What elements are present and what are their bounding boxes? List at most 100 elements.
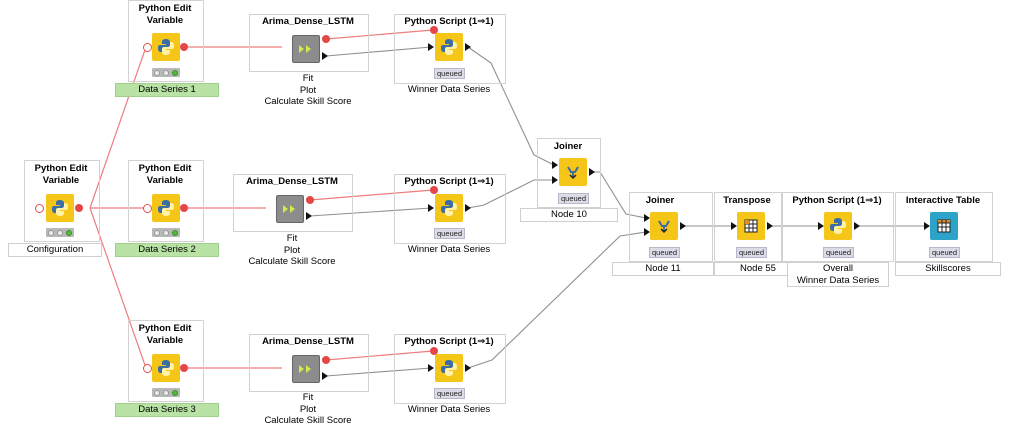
status-badge: queued	[434, 388, 466, 399]
data-in-port-right[interactable]	[644, 228, 650, 236]
node-title: Arima_Dense_LSTM	[262, 336, 354, 347]
node-title: Python Script (1⇒1)	[404, 336, 494, 347]
flow-variable-in-port[interactable]	[35, 204, 44, 213]
node-title: Python Script (1⇒1)	[792, 195, 882, 206]
node-frame	[895, 192, 993, 262]
node-title: Python Script (1⇒1)	[404, 16, 494, 27]
flow-variable-out-port[interactable]	[322, 35, 330, 43]
node-frame	[128, 0, 204, 82]
status-badge: queued	[434, 228, 466, 239]
data-out-port[interactable]	[465, 364, 471, 372]
data-out-port[interactable]	[589, 168, 595, 176]
node-title: Joiner	[645, 195, 675, 206]
status-traffic-light	[152, 388, 180, 397]
python-logo-icon[interactable]	[435, 33, 463, 61]
node-title: Python Script (1⇒1)	[404, 176, 494, 187]
node-title: Arima_Dense_LSTM	[262, 16, 354, 27]
data-in-port[interactable]	[924, 222, 930, 230]
status-badge: queued	[434, 68, 466, 79]
node-label[interactable]: Skillscores	[895, 262, 1001, 276]
node-title: Arima_Dense_LSTM	[246, 176, 338, 187]
python-logo-icon[interactable]	[435, 354, 463, 382]
flow-variable-out-port[interactable]	[180, 43, 188, 51]
flow-variable-out-port[interactable]	[180, 364, 188, 372]
data-out-port[interactable]	[680, 222, 686, 230]
metanode-arrows-icon[interactable]	[292, 355, 320, 383]
python-logo-icon[interactable]	[46, 194, 74, 222]
status-badge: queued	[558, 193, 590, 204]
node-frame	[233, 174, 353, 232]
data-in-port[interactable]	[731, 222, 737, 230]
node-frame	[782, 192, 894, 262]
data-in-port[interactable]	[428, 364, 434, 372]
node-label[interactable]: Winner Data Series	[407, 404, 491, 415]
node-frame	[537, 138, 601, 208]
annotation-label[interactable]: Data Series 2	[115, 243, 219, 257]
flow-variable-in-port[interactable]	[430, 186, 438, 194]
status-badge: queued	[649, 247, 681, 258]
node-label[interactable]: Winner Data Series	[407, 244, 491, 255]
status-traffic-light	[46, 228, 74, 237]
joiner-icon[interactable]	[650, 212, 678, 240]
joiner-icon[interactable]	[559, 158, 587, 186]
node-title: Transpose	[723, 195, 771, 206]
data-out-port[interactable]	[322, 372, 328, 380]
node-frame	[249, 14, 369, 72]
node-label[interactable]: Winner Data Series	[407, 84, 491, 95]
status-badge: queued	[823, 247, 855, 258]
node-frame	[128, 160, 204, 242]
flow-variable-out-port[interactable]	[180, 204, 188, 212]
annotation-label[interactable]: Data Series 1	[115, 83, 219, 97]
transpose-grid-icon[interactable]	[737, 212, 765, 240]
python-logo-icon[interactable]	[152, 33, 180, 61]
python-logo-icon[interactable]	[152, 354, 180, 382]
flow-variable-out-port[interactable]	[322, 356, 330, 364]
python-logo-icon[interactable]	[824, 212, 852, 240]
flow-variable-in-port[interactable]	[430, 347, 438, 355]
node-frame	[249, 334, 369, 392]
metanode-arrows-icon[interactable]	[276, 195, 304, 223]
table-icon[interactable]	[930, 212, 958, 240]
node-label[interactable]: Node 55	[714, 262, 802, 276]
flow-variable-in-port[interactable]	[430, 26, 438, 34]
data-out-port[interactable]	[465, 204, 471, 212]
data-out-port[interactable]	[465, 43, 471, 51]
python-logo-icon[interactable]	[435, 194, 463, 222]
data-in-port[interactable]	[428, 43, 434, 51]
status-traffic-light	[152, 228, 180, 237]
data-out-port[interactable]	[767, 222, 773, 230]
node-title: Joiner	[553, 141, 583, 152]
flow-variable-in-port[interactable]	[143, 43, 152, 52]
node-frame	[394, 334, 506, 404]
node-frame	[629, 192, 713, 262]
status-traffic-light	[152, 68, 180, 77]
node-label[interactable]: Configuration	[8, 243, 102, 257]
flow-variable-in-port[interactable]	[143, 204, 152, 213]
data-in-port-left[interactable]	[552, 161, 558, 169]
python-logo-icon[interactable]	[152, 194, 180, 222]
metanode-arrows-icon[interactable]	[292, 35, 320, 63]
data-in-port-left[interactable]	[644, 214, 650, 222]
data-in-port[interactable]	[818, 222, 824, 230]
flow-variable-in-port[interactable]	[143, 364, 152, 373]
node-label[interactable]: Node 11	[612, 262, 714, 276]
data-in-port[interactable]	[428, 204, 434, 212]
annotation-label[interactable]: Data Series 3	[115, 403, 219, 417]
data-out-port[interactable]	[854, 222, 860, 230]
flow-variable-out-port[interactable]	[75, 204, 83, 212]
flow-variable-out-port[interactable]	[306, 196, 314, 204]
data-out-port[interactable]	[322, 52, 328, 60]
data-out-port[interactable]	[306, 212, 312, 220]
node-frame	[24, 160, 100, 242]
node-label[interactable]: Node 10	[520, 208, 618, 222]
data-in-port-right[interactable]	[552, 176, 558, 184]
